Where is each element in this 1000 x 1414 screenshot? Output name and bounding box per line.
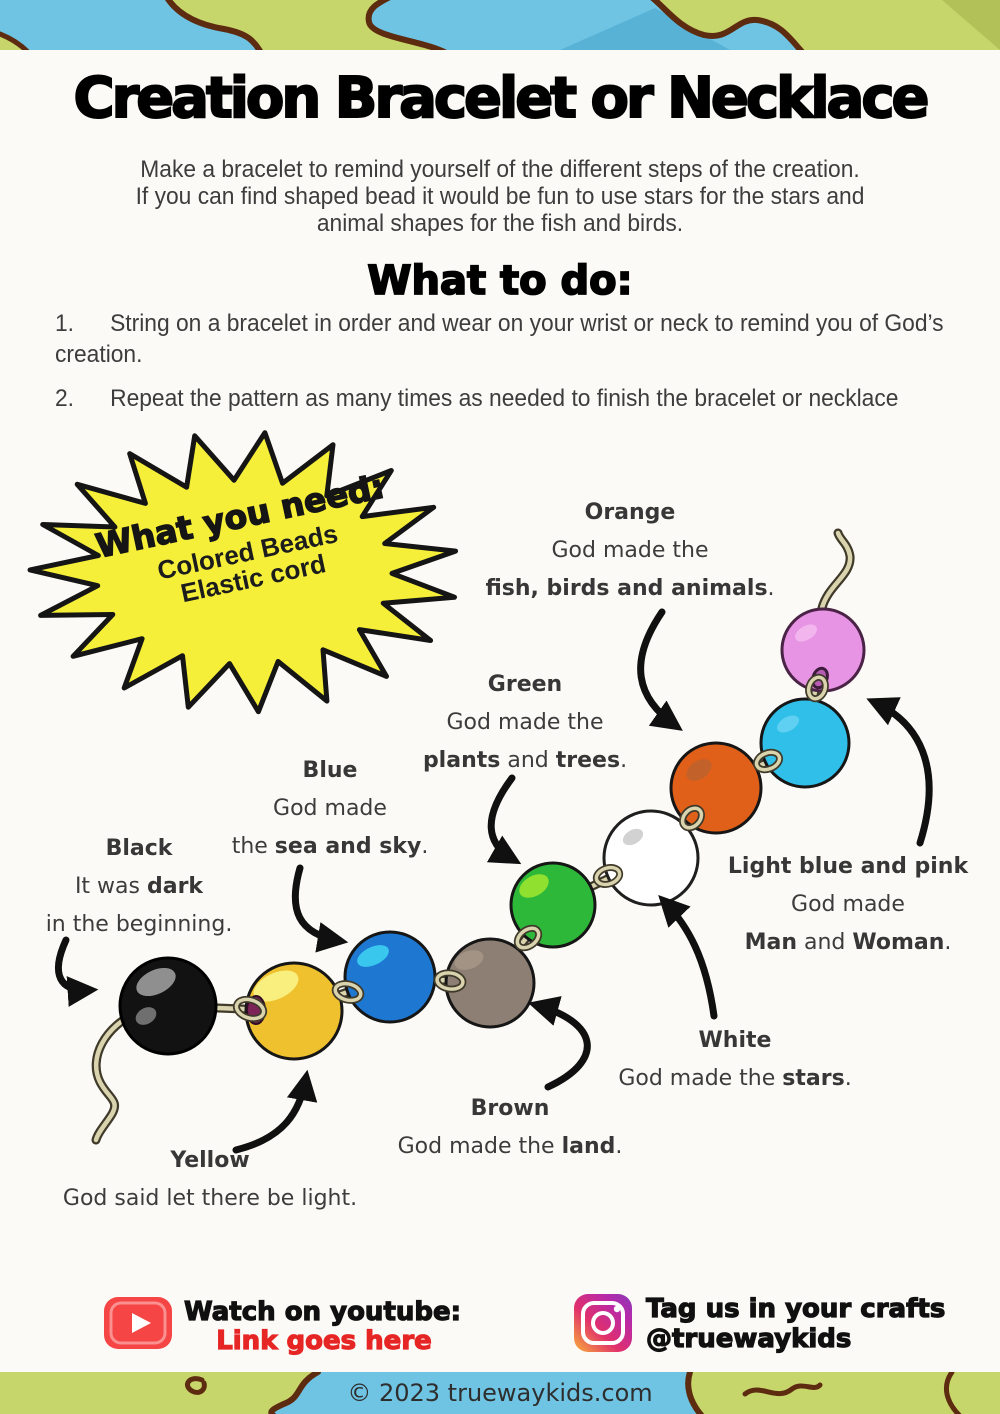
- page-title: Creation Bracelet or Necklace: [72, 65, 930, 132]
- instruction-steps: 1.String on a bracelet in order and wear…: [55, 308, 948, 427]
- copyright-text: © 2023 truewaykids.com: [347, 1379, 653, 1407]
- bead-label-line: White: [698, 1028, 772, 1053]
- bead-label-line: God made the: [446, 710, 604, 735]
- youtube-label: Watch on youtube:: [183, 1296, 462, 1327]
- instagram-label: Tag us in your crafts: [645, 1293, 946, 1324]
- intro-text: Make a bracelet to remind yourself of th…: [25, 156, 975, 237]
- bead-label-line: the sea and sky.: [231, 834, 429, 859]
- intro-line: If you can find shaped bead it would be …: [135, 183, 865, 210]
- bead-blue: [343, 930, 437, 1024]
- map-border-top: [0, 0, 1000, 50]
- step-item-1: 1.String on a bracelet in order and wear…: [55, 308, 948, 370]
- bead-yellow: [244, 961, 344, 1061]
- bead-label-line: God made the stars.: [618, 1066, 852, 1091]
- step-text: String on a bracelet in order and wear o…: [55, 310, 944, 368]
- arrow-to-blue-bead: [291, 864, 349, 953]
- bead-label-line: It was dark: [74, 874, 204, 899]
- arrow-to-black-bead: [54, 936, 99, 1007]
- step-text: Repeat the pattern as many times as need…: [110, 385, 899, 412]
- bead-label-line: God made the land.: [397, 1134, 623, 1159]
- bead-lightblue: [759, 697, 851, 789]
- bead-label-line: God said let there be light.: [62, 1186, 358, 1211]
- bead-label-line: fish, birds and animals.: [485, 576, 775, 601]
- step-item-2: 2. Repeat the pattern as many times as ne…: [55, 383, 948, 414]
- bead-label-line: Light blue and pink: [727, 854, 969, 879]
- step-number: 1.: [55, 310, 75, 337]
- map-border-bottom: [0, 1372, 1000, 1414]
- bead-black: [118, 956, 218, 1056]
- bead-label-line: plants and trees.: [422, 748, 628, 773]
- bead-green: [509, 861, 597, 949]
- bead-label-line: Green: [487, 672, 563, 697]
- arrow-to-lightblue-pink-beads: [866, 697, 933, 847]
- youtube-link[interactable]: Link goes here: [216, 1325, 433, 1356]
- bead-white: [602, 809, 700, 907]
- bead-pink: [780, 607, 866, 693]
- bead-label-line: God made: [791, 892, 905, 917]
- instagram-icon[interactable]: [574, 1294, 632, 1352]
- bead-label-line: Man and Woman.: [744, 930, 952, 955]
- intro-line: Make a bracelet to remind yourself of th…: [140, 156, 860, 183]
- instagram-handle[interactable]: @truewaykids: [645, 1323, 852, 1354]
- what-to-do-heading: What to do:: [366, 257, 633, 305]
- bead-label-line: Orange: [584, 500, 676, 525]
- youtube-icon[interactable]: [104, 1297, 172, 1349]
- arrow-to-yellow-bead: [232, 1069, 318, 1154]
- bead-label-line: in the beginning.: [45, 912, 233, 937]
- bead-label-line: God made the: [551, 538, 709, 563]
- bead-label-line: God made: [273, 796, 387, 821]
- intro-line: animal shapes for the fish and birds.: [316, 210, 684, 237]
- bead-brown: [444, 937, 536, 1029]
- step-number: 2.: [55, 385, 75, 412]
